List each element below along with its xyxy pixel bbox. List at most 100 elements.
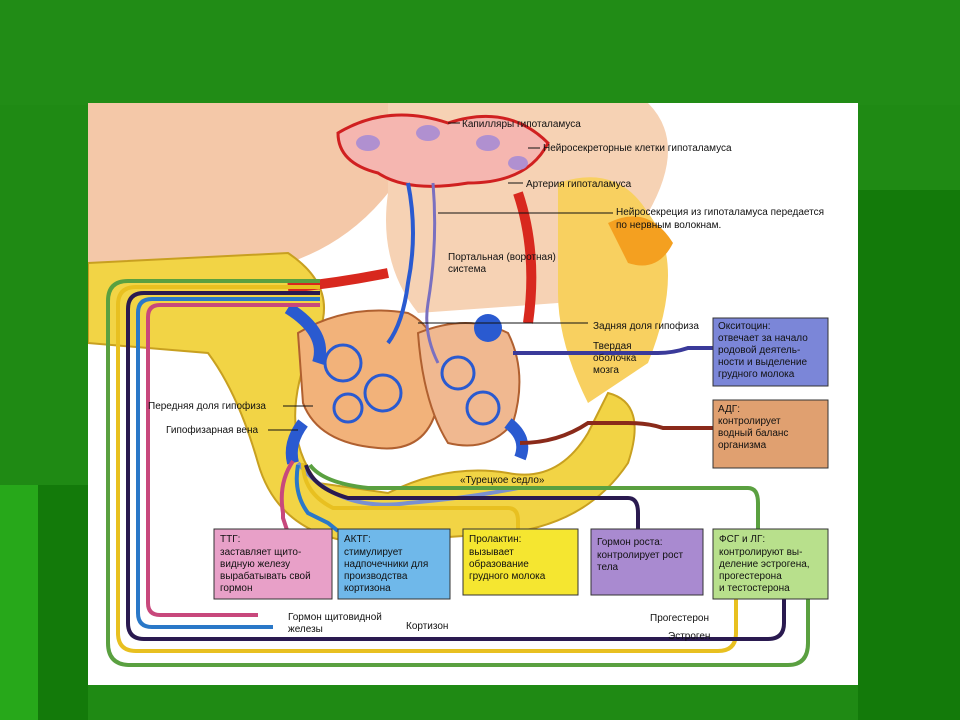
label-capillaries: Капилляры гипоталамуса [462,119,581,130]
slide-right-panel [858,190,960,720]
oxytocin-box-bg [712,317,829,387]
hormone-routes [106,279,810,667]
growth-line: тела [597,562,619,573]
actg-line: надпочечники для [344,559,428,570]
fsh-route-inner [308,463,760,531]
neuron-cell [508,156,528,170]
adh-line: водный баланс [718,427,788,439]
actg-line: производства [344,571,408,582]
box-oxytocin: Окситоцин: отвечает за начало родовой де… [712,317,829,387]
label-anterior-lobe: Передняя доля гипофиза [148,400,266,412]
sella-bone [88,251,636,545]
fsh-lh-line: прогестерона [719,571,782,582]
label-posterior-lobe: Задняя доля гипофиза [593,320,699,332]
capillary-loop [440,355,476,391]
pituitary-diagram: Капилляры гипоталамуса Нейросекреторные … [88,103,858,685]
slide-bottom-panel [38,485,88,720]
label-dura-3: мозга [593,365,619,376]
prolactin-route-outer [116,285,738,653]
label-cortisone: Кортизон [406,621,448,632]
slide-top-band [0,0,960,105]
label-portal-1: Портальная (воротная) [448,252,556,263]
box-fsh-lh: ФСГ и ЛГ: контролируют вы- деление эстро… [712,528,829,600]
slide-left-panel [0,485,38,720]
capillary-loop [323,343,363,383]
adh-box-bg [712,399,829,469]
ttg-line: вырабатывать свой [220,570,311,582]
ttg-title: ТТГ: [220,534,240,545]
label-pituitary-vein: Гипофизарная вена [166,424,258,436]
leader-lines [268,122,613,431]
label-neurosecretory-cells: Нейросекреторные клетки гипоталамуса [543,143,732,154]
ttg-box-bg [213,528,333,600]
neuron-cell [356,135,380,151]
oxytocin-route [513,346,713,355]
growth-route [304,464,640,531]
label-progesterone: Прогестерон [650,613,709,624]
oxytocin-line: отвечает за начало [718,333,808,344]
growth-route-outer [126,291,786,641]
label-dura-1: Твердая [593,341,632,352]
capillary-loop [465,390,501,426]
label-dura-2: оболочка [593,352,637,364]
box-growth: Гормон роста: контролирует рост тела [590,528,704,596]
left-vein [284,302,326,365]
nerve-fibers [425,182,440,364]
actg-line: кортизона [344,583,391,594]
label-sella: «Турецкое седло» [460,475,545,486]
capillary-loop [363,373,403,413]
diagram-svg: Капилляры гипоталамуса Нейросекреторные … [88,103,858,685]
adh-line: контролирует [718,416,781,427]
fsh-lh-box-bg [712,528,829,600]
actg-route-outer [136,297,320,629]
label-artery: Артерия гипоталамуса [526,179,632,190]
adh-line: организма [718,440,767,451]
actg-title: АКТГ: [344,534,371,545]
actg-box-bg [337,528,451,600]
oxytocin-line: родовой деятель- [718,345,800,356]
box-adh: АДГ: контролирует водный баланс организм… [712,399,829,469]
fsh-lh-title: ФСГ и ЛГ: [719,534,765,545]
adh-route [519,421,713,445]
prolactin-line: грудного молока [469,571,546,582]
portal-vessel [386,182,415,345]
label-neurosecretion-2: по нервным волокнам. [616,220,721,231]
prolactin-title: Пролактин: [469,534,521,545]
fsh-route [106,279,810,667]
fsh-lh-line: деление эстрогена, [719,559,810,570]
growth-box-bg [590,528,704,596]
optic-chiasm [608,216,673,266]
oxytocin-line: ности и выделение [718,357,807,368]
prolactin-line: образование [469,558,529,570]
box-prolactin: Пролактин: вызывает образование грудного… [462,528,579,596]
hypothalamus-artery [513,191,537,324]
ttg-line: гормон [220,583,253,594]
fsh-lh-line: и тестостерона [719,583,790,594]
growth-title: Гормон роста: [597,537,663,548]
prolactin-box-bg [462,528,579,596]
pituitary-vein-left [285,419,308,465]
brain-tissue-left [88,103,403,273]
growth-line: контролирует рост [597,550,684,561]
label-estrogen: Эстроген [668,631,710,642]
fsh-lh-line: контролируют вы- [719,547,802,558]
actg-route [294,464,340,533]
pituitary-vein-right [504,418,529,461]
label-portal-2: система [448,264,486,275]
capillary-loop [332,392,364,424]
ttg-route-outer [146,303,320,617]
label-thyroid-hormone-1: Гормон щитовидной [288,612,382,623]
adh-title: АДГ: [718,404,740,415]
prolactin-line: вызывает [469,547,514,558]
oxytocin-title: Окситоцин: [718,321,771,332]
neuron-cell [476,135,500,151]
hypothalamus-capillaries [336,113,550,188]
box-actg: АКТГ: стимулирует надпочечники для произ… [337,528,451,600]
vessel-cross-section [474,314,502,342]
oxytocin-line: грудного молока [718,369,795,380]
label-thyroid-hormone-2: железы [288,624,323,635]
neuron-cell [416,125,440,141]
prolactin-route [301,462,520,531]
ttg-line: видную железу [220,559,290,570]
label-neurosecretion-1: Нейросекреция из гипоталамуса передается [616,207,824,218]
